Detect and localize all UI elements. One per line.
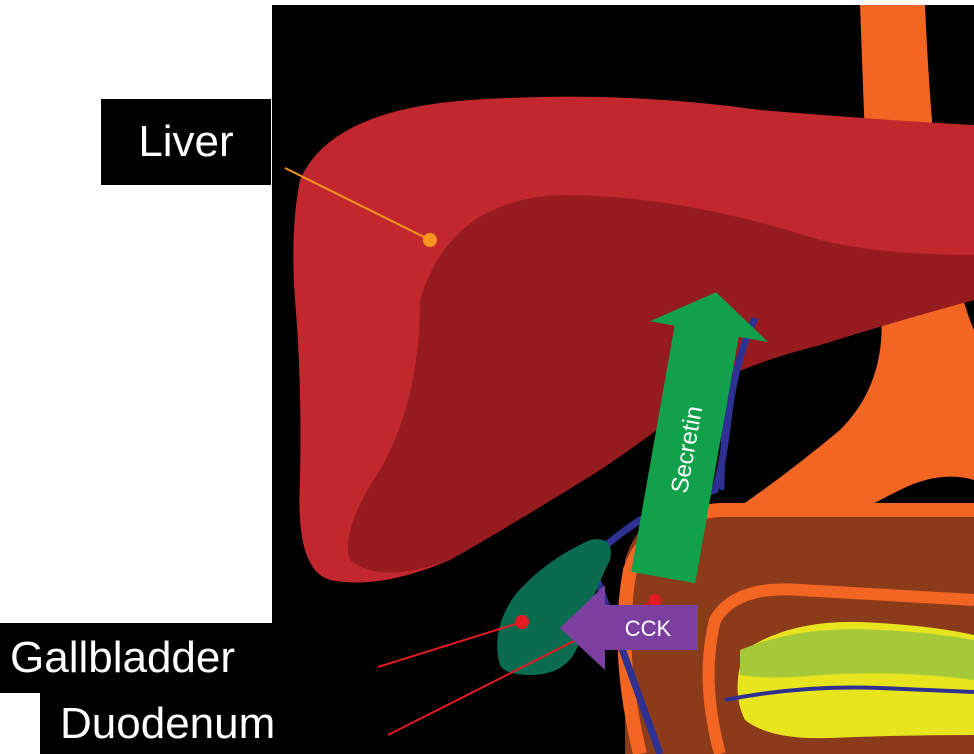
liver-pointer-dot [423,233,437,247]
cck-label: CCK [625,616,672,641]
liver-label: Liver [101,99,271,185]
gallbladder-pointer-dot [515,615,529,629]
duodenum-label: Duodenum [40,693,388,754]
gallbladder-label: Gallbladder [0,623,378,693]
duodenum-pointer-dot [649,594,661,606]
